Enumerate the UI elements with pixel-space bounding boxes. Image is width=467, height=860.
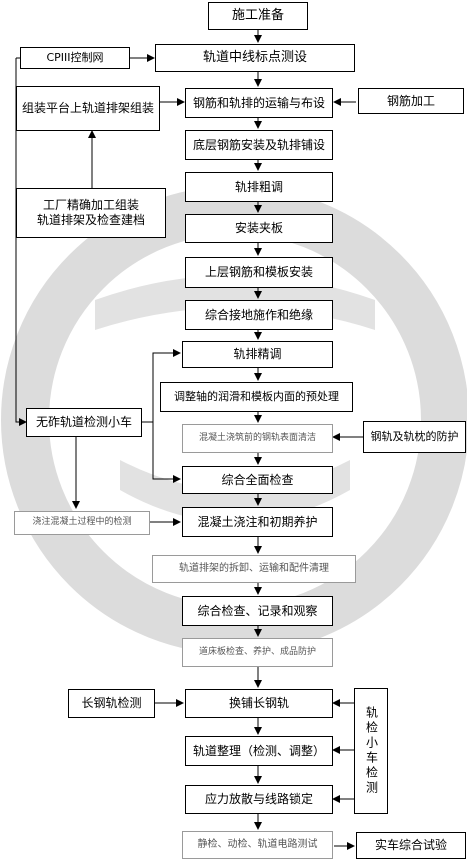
flow-step-rail-surface-cleaning: 混凝土浇筑前的钢轨表面清洁 (182, 424, 333, 453)
flow-step-transport-layout: 钢筋和轨排的运输与布设 (185, 88, 333, 118)
factory-line-2: 轨道排架及检查建档 (36, 213, 145, 227)
track-inspection-car-vertical: 轨检小车检测 (354, 688, 388, 814)
flow-step-centerline-survey: 轨道中线标点测设 (155, 44, 355, 72)
flow-step-static-dynamic-test: 静检、动检、轨道电路测试 (182, 831, 333, 859)
flow-step-inspect-record-observe: 综合检查、记录和观察 (182, 596, 333, 626)
factory-precision-assembly: 工厂精确加工组装 轨道排架及检查建档 (16, 188, 166, 238)
long-rail-inspection: 长钢轨检测 (68, 689, 155, 718)
flow-step-upper-rebar-formwork: 上层钢筋和模板安装 (185, 257, 333, 288)
flow-step-lubrication-pretreatment: 调整轴的润滑和模板内面的预处理 (160, 382, 353, 412)
pouring-process-inspection: 浇注混凝土过程中的检测 (14, 511, 150, 535)
flow-step-fine-adjust: 轨排精调 (182, 341, 333, 368)
flow-step-construction-prep: 施工准备 (208, 2, 308, 30)
flow-step-install-splint: 安装夹板 (185, 214, 333, 243)
flow-step-dismantle-transport: 轨道排架的拆卸、运输和配件清理 (152, 555, 356, 583)
full-vehicle-comprehensive-test: 实车综合试验 (356, 832, 466, 859)
flow-step-full-inspection: 综合全面检查 (182, 466, 333, 494)
factory-line-1: 工厂精确加工组装 (42, 198, 139, 212)
rebar-processing: 钢筋加工 (358, 88, 464, 114)
flow-step-replace-long-rail: 换铺长钢轨 (185, 689, 333, 718)
flow-step-bed-plate-protection: 道床板检查、养护、成品防护 (182, 638, 333, 667)
flow-step-track-finishing: 轨道整理（检测、调整） (185, 736, 333, 766)
assembly-platform-frame: 组装平台上轨道排架组装 (16, 86, 160, 131)
flow-step-concrete-pouring-curing: 混凝土浇注和初期养护 (182, 507, 333, 537)
rail-sleeper-protection: 钢轨及轨枕的防护 (363, 421, 466, 453)
flow-step-grounding-insulation: 综合接地施作和绝缘 (185, 300, 333, 330)
flow-step-rough-adjust: 轨排粗调 (185, 172, 333, 202)
cpiii-control-network: CPIII控制网 (20, 47, 130, 69)
flow-step-stress-release-lock: 应力放散与线路锁定 (185, 785, 333, 814)
flow-step-bottom-rebar-install: 底层钢筋安装及轨排铺设 (185, 130, 333, 160)
ballastless-track-inspection-car: 无砟轨道检测小车 (26, 408, 142, 437)
